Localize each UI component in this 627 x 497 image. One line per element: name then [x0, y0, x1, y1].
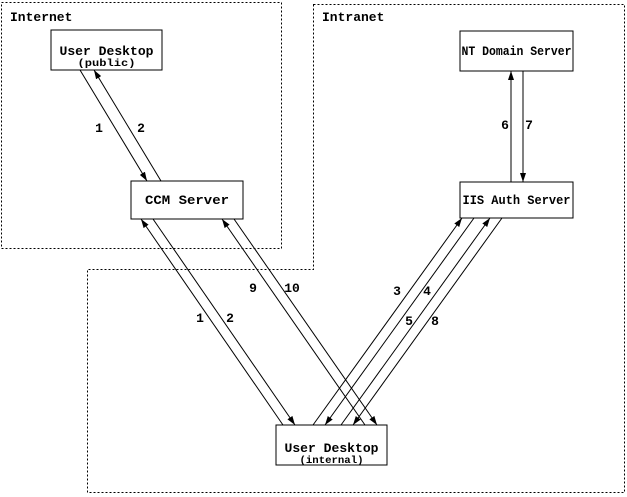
flow-label-7: 7 — [525, 118, 533, 133]
user-desktop-public-subtitle: (public) — [78, 58, 136, 70]
flow-10-ccm-to-internal-desktop — [233, 218, 378, 426]
flow-label-6: 6 — [501, 118, 509, 133]
flow-label-4: 4 — [423, 284, 431, 299]
flow-3-internal-desktop-to-iis — [312, 217, 463, 426]
iis-auth-server-box — [459, 181, 574, 219]
node-iis-auth-server: IIS Auth Server — [459, 181, 574, 219]
internet-zone-border — [1, 2, 282, 249]
flow-label-2-internal: 2 — [226, 311, 234, 326]
flow-1-public-desktop-to-ccm — [79, 69, 148, 182]
user-desktop-internal-subtitle: (internal) — [300, 455, 364, 467]
ccm-server-title: CCM Server — [145, 194, 229, 208]
flow-5-internal-desktop-to-iis — [340, 217, 491, 426]
flow-9-internal-desktop-to-ccm — [221, 218, 366, 426]
flow-label-9: 9 — [249, 281, 257, 296]
user-desktop-internal-box — [275, 424, 388, 466]
user-desktop-internal-title: User Desktop — [285, 442, 379, 456]
ccm-server-box — [130, 180, 244, 220]
flow-4-iis-to-internal-desktop — [324, 217, 475, 426]
internet-zone-label: Internet — [10, 10, 72, 25]
user-desktop-public-title: User Desktop — [60, 45, 154, 59]
flow-arrows — [79, 69, 526, 426]
intranet-zone-border — [87, 4, 625, 493]
flow-labels: 1 2 1 2 9 10 3 4 5 8 6 7 — [95, 118, 533, 329]
user-desktop-public-box — [50, 29, 163, 71]
flow-1-internal-desktop-to-ccm — [140, 218, 284, 426]
iis-auth-server-title: IIS Auth Server — [463, 194, 571, 208]
node-user-desktop-public: User Desktop (public) — [50, 29, 163, 71]
flow-label-5: 5 — [405, 314, 413, 329]
flow-2-ccm-to-internal-desktop — [152, 218, 296, 426]
flow-label-1-public: 1 — [95, 121, 103, 136]
flow-8-iis-to-internal-desktop — [352, 217, 503, 426]
flow-label-10: 10 — [284, 281, 300, 296]
flow-label-8: 8 — [431, 314, 439, 329]
nt-domain-server-box — [459, 30, 574, 72]
flow-2-ccm-to-public-desktop — [93, 69, 162, 182]
intranet-zone-label: Intranet — [322, 10, 384, 25]
flow-label-1-internal: 1 — [196, 311, 204, 326]
flow-label-2-public: 2 — [137, 121, 145, 136]
node-nt-domain-server: NT Domain Server — [459, 30, 574, 72]
flow-label-3: 3 — [393, 284, 401, 299]
nt-domain-server-title: NT Domain Server — [462, 45, 572, 59]
node-ccm-server: CCM Server — [130, 180, 244, 220]
node-user-desktop-internal: User Desktop (internal) — [275, 424, 388, 467]
